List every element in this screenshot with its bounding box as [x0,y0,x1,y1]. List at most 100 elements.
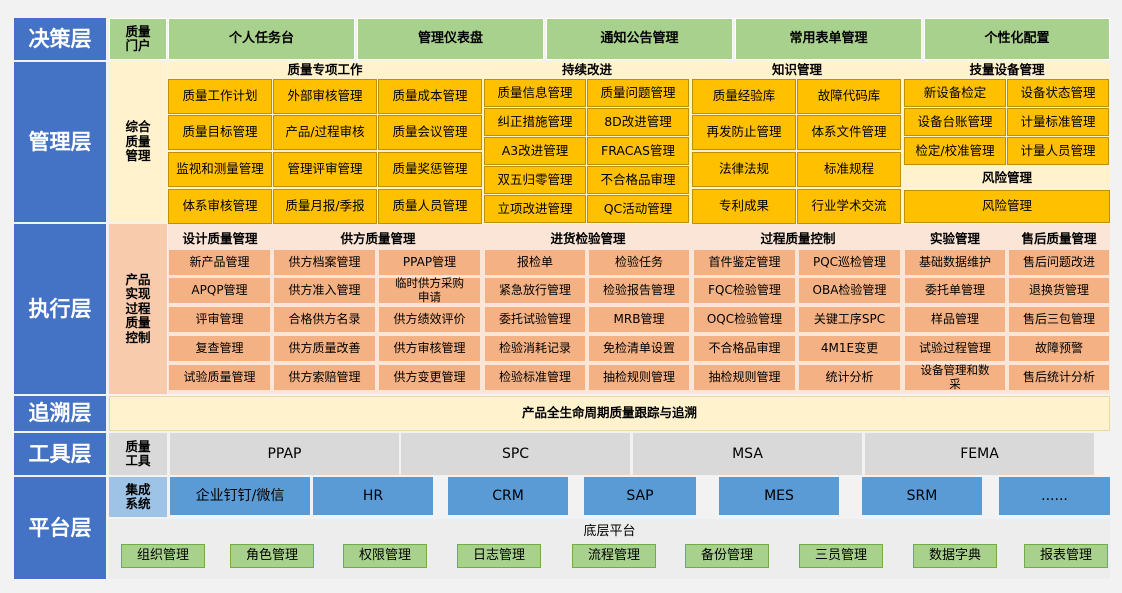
layer-tool: 工具层 [14,433,106,475]
exec-item: PQC巡检管理 [798,249,901,276]
exec-item: 检验报告管理 [588,277,690,304]
layer-management: 管理层 [14,62,106,222]
mgmt-item: A3改进管理 [484,137,586,165]
exec-item: 试验过程管理 [904,335,1006,362]
mgmt-item: 新设备检定 [904,79,1006,107]
exec-item: 4M1E变更 [798,335,901,362]
exec-item: 基础数据维护 [904,249,1006,276]
layer-trace: 追溯层 [14,396,106,431]
mgmt-item: 故障代码库 [797,79,901,114]
mgmt-item: QC活动管理 [587,195,689,223]
mgmt-item: 双五归零管理 [484,166,586,194]
exec-item: 复查管理 [168,335,271,362]
exec-item: 故障预警 [1008,335,1110,362]
base-item: 角色管理 [230,544,314,568]
base-item: 日志管理 [457,544,541,568]
group-title: 风险管理 [904,167,1110,189]
portal-item: 个人任务台 [168,18,355,60]
mgmt-item: 质量成本管理 [378,79,482,114]
base-platform-title: 底层平台 [583,523,636,539]
group-title: 过程质量控制 [693,230,903,248]
exec-item: 供方审核管理 [378,335,481,362]
mgmt-item: 质量人员管理 [378,189,482,224]
exec-item: 供方质量改善 [273,335,376,362]
exec-item: 统计分析 [798,364,901,391]
group-title: 设计质量管理 [168,230,272,248]
tool-item: MSA [633,433,862,475]
exec-item: 检验任务 [588,249,690,276]
group-title: 进货检验管理 [484,230,692,248]
quality-portal-label: 质量 门户 [109,18,167,60]
base-item: 报表管理 [1024,544,1108,568]
exec-item: 供方变更管理 [378,364,481,391]
mgmt-item: 体系文件管理 [797,115,901,150]
tool-item: SPC [401,433,630,475]
portal-item: 通知公告管理 [546,18,733,60]
integration-systems-label: 集成 系统 [109,477,167,517]
mgmt-item: 立项改进管理 [484,195,586,223]
tool-item: FEMA [865,433,1094,475]
mgmt-item: 再发防止管理 [692,115,796,150]
exec-item: 售后统计分析 [1008,364,1110,391]
mgmt-item: 设备台账管理 [904,108,1006,136]
exec-item: 免检清单设置 [588,335,690,362]
system-item: MES [719,477,839,515]
mgmt-item: 质量经验库 [692,79,796,114]
tool-item: PPAP [170,433,399,475]
exec-item: 委托单管理 [904,277,1006,304]
exec-item: 样品管理 [904,306,1006,333]
mgmt-item: 法律法规 [692,152,796,187]
mgmt-item: 外部审核管理 [273,79,377,114]
mgmt-item: 监视和测量管理 [168,152,272,187]
exec-item: 供方准入管理 [273,277,376,304]
exec-item: 检验消耗记录 [484,335,586,362]
mgmt-item: 计量标准管理 [1007,108,1109,136]
exec-item: FQC检验管理 [693,277,796,304]
layer-decision: 决策层 [14,18,106,60]
exec-item: 试验质量管理 [168,364,271,391]
system-item: ...... [999,477,1110,515]
mgmt-item: 检定/校准管理 [904,137,1006,165]
mgmt-item: 产品/过程审核 [273,115,377,150]
exec-item: 评审管理 [168,306,271,333]
group-title: 实验管理 [904,230,1006,248]
exec-item: 报检单 [484,249,586,276]
system-item: HR [313,477,433,515]
exec-item: 供方索赔管理 [273,364,376,391]
system-item: SAP [584,477,696,515]
mgmt-item: 质量会议管理 [378,115,482,150]
group-title: 质量专项工作 [168,62,482,78]
mgmt-item: 专利成果 [692,189,796,224]
group-title: 知识管理 [692,62,902,78]
exec-item: 委托试验管理 [484,306,586,333]
exec-item: 供方档案管理 [273,249,376,276]
system-item: CRM [448,477,568,515]
base-item: 三员管理 [799,544,883,568]
exec-item: 合格供方名录 [273,306,376,333]
mgmt-item: 风险管理 [904,190,1110,223]
mgmt-item: 计量人员管理 [1007,137,1109,165]
mgmt-item: 8D改进管理 [587,108,689,136]
exec-item: 售后问题改进 [1008,249,1110,276]
group-title: 供方质量管理 [273,230,483,248]
base-item: 组织管理 [121,544,205,568]
exec-item: 首件鉴定管理 [693,249,796,276]
exec-item: 设备管理和数 采 [904,364,1006,391]
exec-item: 新产品管理 [168,249,271,276]
base-item: 权限管理 [343,544,427,568]
system-item: 企业钉钉/微信 [170,477,310,515]
mgmt-item: FRACAS管理 [587,137,689,165]
exec-item: 不合格品审理 [693,335,796,362]
exec-item: PPAP管理 [378,249,481,276]
exec-item: 抽检规则管理 [693,364,796,391]
quality-tools-label: 质量 工具 [109,433,167,475]
exec-item: 供方绩效评价 [378,306,481,333]
mgmt-item: 体系审核管理 [168,189,272,224]
mgmt-item: 管理评审管理 [273,152,377,187]
mgmt-item: 行业学术交流 [797,189,901,224]
mgmt-item: 纠正措施管理 [484,108,586,136]
mgmt-item: 设备状态管理 [1007,79,1109,107]
exec-item: APQP管理 [168,277,271,304]
system-item: SRM [862,477,982,515]
execution-sub-label: 产品 实现 过程 质量 控制 [109,224,167,394]
